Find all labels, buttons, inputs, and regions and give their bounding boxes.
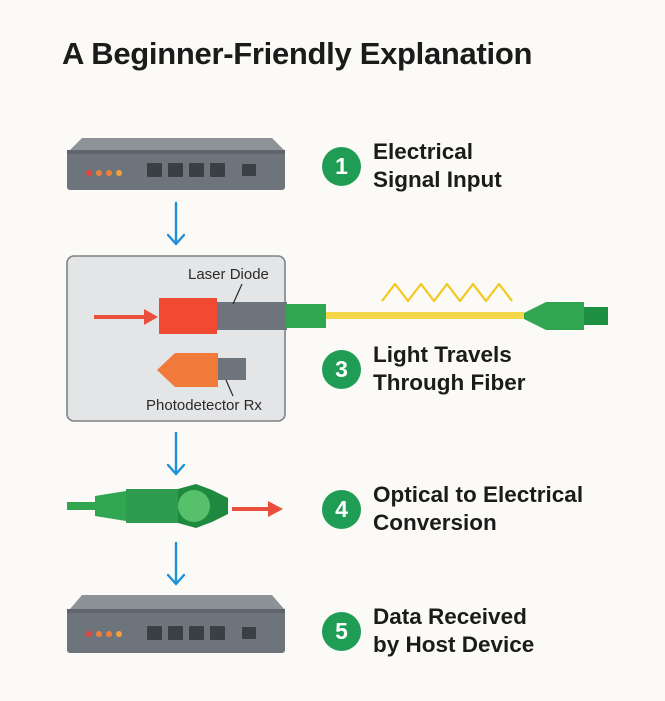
light-wave (381, 282, 513, 303)
electrical-output-arrow (232, 501, 283, 517)
laser-diode-label: Laser Diode (188, 266, 269, 283)
laser-diode (159, 298, 287, 334)
fiber-cable (326, 312, 524, 319)
photodetector-leader-line (225, 379, 234, 397)
step-number-badge: 5 (322, 611, 361, 651)
page-title: A Beginner-Friendly Explanation (62, 36, 533, 71)
fiber-connector-left (285, 304, 326, 328)
step-1: 1 Electrical Signal Input (322, 138, 502, 194)
step-4: 4 Optical to Electrical Conversion (322, 481, 583, 537)
electrical-input-arrow (94, 309, 158, 325)
step-5: 5 Data Received by Host Device (322, 603, 534, 659)
switch-device-top (67, 138, 285, 190)
step-3: 3 Light Travels Through Fiber (322, 341, 525, 397)
step-number-badge: 1 (322, 146, 361, 186)
step-label: Optical to Electrical Conversion (373, 482, 584, 535)
switch-device-bottom (67, 595, 285, 653)
photodetector-label: Photodetector Rx (146, 397, 262, 414)
optical-receiver-connector (67, 484, 228, 528)
photodetector (157, 353, 246, 387)
step-label: Data Received by Host Device (373, 604, 535, 657)
flow-arrow-down-2 (166, 431, 186, 476)
ethernet-ports (147, 163, 256, 177)
step-number-badge: 3 (322, 349, 361, 389)
step-number-badge: 4 (322, 489, 361, 529)
laser-diode-leader-line (232, 283, 243, 305)
ethernet-ports (147, 626, 256, 640)
flow-arrow-down-3 (166, 541, 186, 586)
status-leds (86, 170, 122, 176)
step-label: Electrical Signal Input (373, 139, 502, 192)
step-label: Light Travels Through Fiber (373, 342, 526, 395)
flow-arrow-down-1 (166, 201, 186, 246)
status-leds (86, 631, 122, 637)
fiber-connector-right (524, 302, 608, 330)
